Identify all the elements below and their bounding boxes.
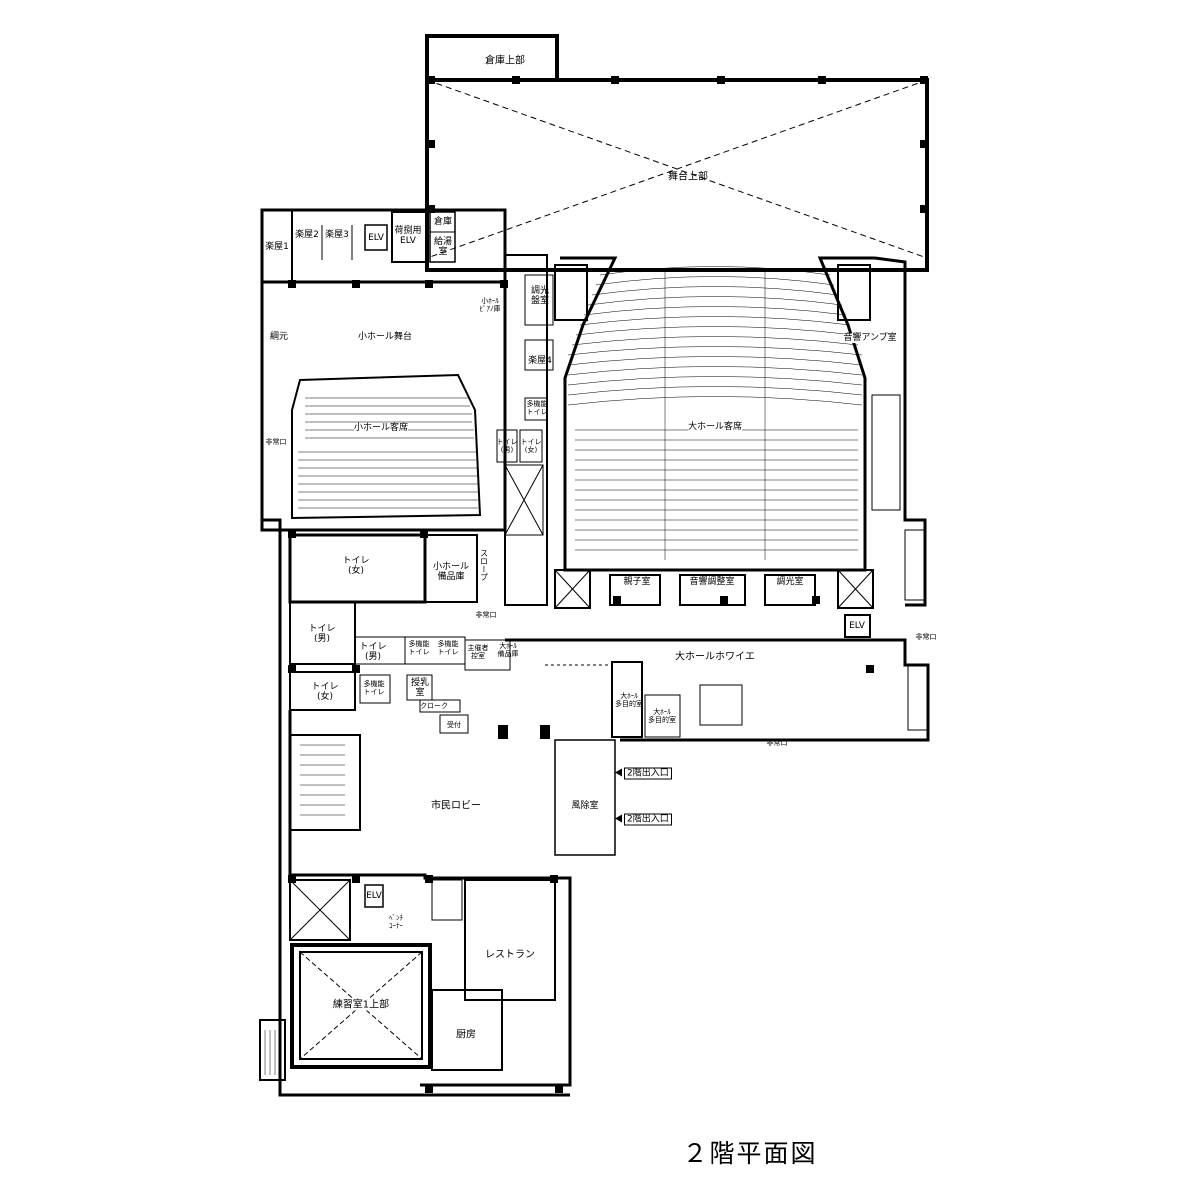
storage-label: 倉庫 [433, 217, 453, 227]
toilet-women-1-label: トイレ (女) [520, 438, 542, 454]
dressing-room-2-label: 楽屋2 [295, 230, 319, 240]
cloak-label: クローク [420, 702, 448, 710]
small-hall-block [260, 208, 507, 532]
entrance-1-label: 2階出入口 [624, 767, 672, 780]
toilet-men-3-label: トイレ (男) [359, 642, 387, 662]
citizen-lobby-label: 市民ロビー [431, 800, 481, 812]
reception-label: 受付 [447, 721, 461, 729]
warehouse-upper-label: 倉庫上部 [485, 55, 525, 67]
toilet-women-3-label: トイレ (女) [311, 682, 339, 702]
small-hall-storage-label: 小ホール 備品庫 [432, 562, 470, 582]
small-hall-piano-label: 小ﾎｰﾙ ﾋﾟｱﾉ庫 [479, 297, 501, 313]
elevator-top-label: ELV [368, 233, 384, 243]
large-hall-multipurpose-2-label: 大ﾎｰﾙ 多目的室 [648, 708, 676, 724]
nursing-room-label: 授乳 室 [410, 678, 430, 698]
toilet-men-2-label: トイレ (男) [308, 624, 336, 644]
small-hall-seats-label: 小ホール客席 [353, 423, 409, 433]
freight-elevator-label: 荷捌用 ELV [394, 226, 422, 246]
bench-corner-label: ﾍﾞﾝﾁ ｺｰﾅｰ [389, 914, 403, 930]
toilet-men-1-label: トイレ (男) [496, 438, 518, 454]
rope-master-label: 綱元 [269, 332, 289, 342]
entrance-2-label: 2階出入口 [624, 813, 672, 826]
kitchenette-label: 給湯 室 [433, 237, 453, 257]
stage-upper-wall [425, 78, 929, 272]
large-hall-seats-label: 大ホール客席 [687, 422, 743, 432]
entrance-1: 2階出入口 [615, 766, 672, 780]
multi-toilet-3-label: 多機能 トイレ [437, 640, 459, 656]
emergency-exit-right-label: 非常口 [915, 633, 937, 641]
figure-title: ２階平面図 [682, 1139, 818, 1168]
multi-toilet-1-label: 多機能 トイレ [526, 400, 548, 416]
lighting-control-room-label: 調光 盤室 [530, 286, 550, 306]
dressing-room-4-label: 楽屋4 [528, 356, 552, 366]
windbreak-room-label: 風除室 [571, 801, 599, 811]
dressing-room-3-label: 楽屋3 [325, 230, 349, 240]
multi-toilet-2-label: 多機能 トイレ [408, 640, 430, 656]
elevator-right-label: ELV [849, 621, 865, 631]
emergency-exit-bottom-label: 非常口 [766, 739, 788, 747]
entrance-arrow-icon [615, 768, 622, 776]
restaurant-label: レストラン [485, 949, 535, 961]
organizer-room-label: 主催者 控室 [467, 644, 489, 660]
sound-amp-room-label: 音響アンプ室 [843, 333, 897, 343]
sound-adjustment-room-label: 音響調整室 [689, 577, 735, 587]
dressing-room-1-label: 楽屋1 [265, 242, 289, 252]
parent-child-room-label: 親子室 [623, 577, 651, 587]
emergency-exit-mid-label: 非常口 [475, 611, 497, 619]
lighting-room-label: 調光室 [776, 577, 804, 587]
large-hall-storage-label: 大ﾎｰﾙ 備品庫 [497, 642, 519, 658]
toilet-women-2-label: トイレ (女) [342, 556, 370, 576]
entrance-2: 2階出入口 [615, 812, 672, 826]
slope-label: スロープ [479, 549, 489, 581]
entrance-arrow-icon [615, 814, 622, 822]
stage-upper-label: 舞台上部 [668, 171, 708, 183]
multi-toilet-4-label: 多機能 トイレ [363, 680, 385, 696]
large-hall-multipurpose-1-label: 大ﾎｰﾙ 多目的室 [615, 692, 643, 708]
emergency-exit-small-hall-label: 非常口 [265, 438, 287, 446]
kitchen-label: 厨房 [456, 1029, 476, 1041]
elevator-bottom-label: ELV [366, 891, 382, 901]
practice-room-upper-label: 練習室1上部 [332, 999, 390, 1011]
large-hall-foyer-label: 大ホールホワイエ [675, 651, 755, 663]
small-hall-stage-label: 小ホール舞台 [357, 332, 413, 342]
